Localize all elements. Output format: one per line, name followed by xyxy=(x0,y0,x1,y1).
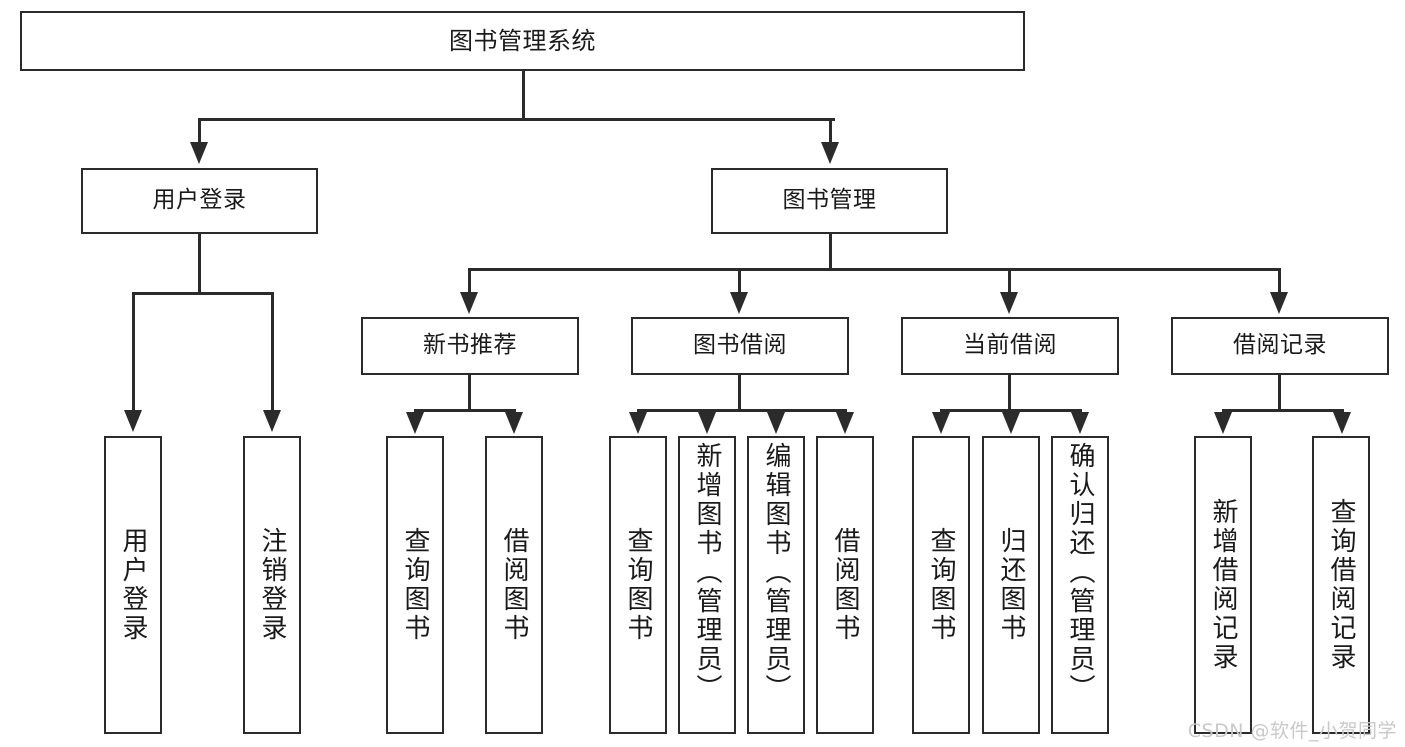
connector-bm-drop-3 xyxy=(1008,268,1011,294)
node-label: 用户登录 xyxy=(118,527,148,643)
node-label: 借阅记录 xyxy=(1233,332,1327,359)
node-label: 新增图书（管理员） xyxy=(692,442,722,703)
node-label: 查询图书 xyxy=(400,527,430,643)
leaf-query-book-borrow[interactable]: 查询图书 xyxy=(609,436,667,734)
leaf-edit-book-admin[interactable]: 编辑图书（管理员） xyxy=(747,436,805,734)
arrowhead-leaf-confirm-return xyxy=(1071,412,1089,434)
arrowhead-book-manage xyxy=(821,142,839,164)
leaf-query-book-current[interactable]: 查询图书 xyxy=(912,436,970,734)
leaf-add-book-admin[interactable]: 新增图书（管理员） xyxy=(678,436,736,734)
leaf-add-borrow-record[interactable]: 新增借阅记录 xyxy=(1194,436,1252,734)
arrowhead-leaf-query-record xyxy=(1333,412,1351,434)
arrowhead-user-login xyxy=(190,142,208,164)
node-root-system[interactable]: 图书管理系统 xyxy=(20,11,1025,71)
connector-bm-drop-4 xyxy=(1278,268,1281,294)
leaf-borrow-book-recommend[interactable]: 借阅图书 xyxy=(485,436,543,734)
node-label: 确认归还（管理员） xyxy=(1065,442,1095,703)
node-user-login[interactable]: 用户登录 xyxy=(81,168,318,234)
node-borrow-record[interactable]: 借阅记录 xyxy=(1171,317,1389,375)
arrowhead-leaf-user-logout xyxy=(263,410,281,432)
connector-book-manage-stem xyxy=(829,234,832,270)
connector-new-book-rec-bus xyxy=(414,409,513,412)
connector-new-book-rec-stem xyxy=(468,375,471,411)
connector-bm-drop-1 xyxy=(468,268,471,294)
node-label: 查询图书 xyxy=(926,527,956,643)
node-book-borrow[interactable]: 图书借阅 xyxy=(631,317,849,375)
leaf-user-logout[interactable]: 注销登录 xyxy=(243,436,301,734)
connector-book-borrow-bus xyxy=(637,409,845,412)
node-label: 查询借阅记录 xyxy=(1326,498,1356,672)
node-label: 注销登录 xyxy=(257,527,287,643)
arrowhead-leaf-add-record xyxy=(1214,412,1232,434)
connector-root-stem xyxy=(522,71,525,120)
arrowhead-borrow-record xyxy=(1270,292,1288,314)
connector-user-login-drop-1 xyxy=(132,292,135,412)
connector-user-login-drop-2 xyxy=(271,292,274,412)
arrowhead-leaf-return-book xyxy=(1002,412,1020,434)
node-label: 用户登录 xyxy=(152,187,247,214)
arrowhead-new-book-rec xyxy=(460,292,478,314)
connector-root-to-user-login xyxy=(198,118,201,144)
node-label: 借阅图书 xyxy=(499,527,529,643)
arrowhead-leaf-query-book-3 xyxy=(932,412,950,434)
arrowhead-leaf-query-book-2 xyxy=(629,412,647,434)
arrowhead-book-borrow xyxy=(730,292,748,314)
connector-current-borrow-stem xyxy=(1008,375,1011,411)
connector-bm-drop-2 xyxy=(738,268,741,294)
arrowhead-leaf-add-book xyxy=(698,412,716,434)
arrowhead-leaf-borrow-book-1 xyxy=(505,412,523,434)
node-label: 归还图书 xyxy=(996,527,1026,643)
leaf-query-borrow-record[interactable]: 查询借阅记录 xyxy=(1312,436,1370,734)
node-current-borrow[interactable]: 当前借阅 xyxy=(901,317,1119,375)
csdn-watermark: CSDN @软件_小贺同学 xyxy=(1187,720,1397,742)
leaf-return-book[interactable]: 归还图书 xyxy=(982,436,1040,734)
leaf-confirm-return-admin[interactable]: 确认归还（管理员） xyxy=(1051,436,1109,734)
connector-user-login-bus xyxy=(132,292,271,295)
node-label: 新增借阅记录 xyxy=(1208,498,1238,672)
leaf-query-book-recommend[interactable]: 查询图书 xyxy=(386,436,444,734)
connector-root-to-book-manage xyxy=(829,118,832,144)
node-label: 图书管理 xyxy=(782,187,877,214)
node-label: 图书管理系统 xyxy=(449,26,596,55)
arrowhead-leaf-edit-book xyxy=(767,412,785,434)
node-label: 查询图书 xyxy=(623,527,653,643)
leaf-user-login[interactable]: 用户登录 xyxy=(104,436,162,734)
connector-book-borrow-stem xyxy=(738,375,741,411)
arrowhead-current-borrow xyxy=(1000,292,1018,314)
node-label: 新书推荐 xyxy=(423,332,517,359)
arrowhead-leaf-query-book-1 xyxy=(406,412,424,434)
connector-borrow-record-bus xyxy=(1222,409,1341,412)
connector-book-manage-bus xyxy=(468,268,1280,271)
arrowhead-leaf-user-login-a xyxy=(124,410,142,432)
node-label: 当前借阅 xyxy=(963,332,1057,359)
node-label: 图书借阅 xyxy=(693,332,787,359)
connector-borrow-record-stem xyxy=(1278,375,1281,411)
connector-root-bus xyxy=(198,118,835,121)
arrowhead-leaf-borrow-book-2 xyxy=(836,412,854,434)
node-book-management[interactable]: 图书管理 xyxy=(711,168,948,234)
node-label: 编辑图书（管理员） xyxy=(761,442,791,703)
leaf-borrow-book[interactable]: 借阅图书 xyxy=(816,436,874,734)
node-new-book-recommend[interactable]: 新书推荐 xyxy=(361,317,579,375)
connector-user-login-stem xyxy=(198,234,201,294)
node-label: 借阅图书 xyxy=(830,527,860,643)
